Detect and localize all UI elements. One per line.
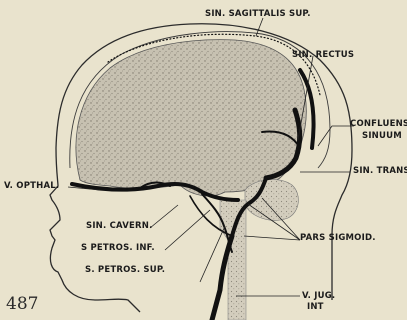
label-sin-cavern: SIN. CAVERN. <box>86 221 153 231</box>
label-v-jug: V. JUG. <box>302 291 335 301</box>
label-s-petros-sup: S. PETROS. SUP. <box>85 265 165 275</box>
page-number: 487 <box>6 294 38 314</box>
label-confluens: CONFLUENS <box>350 119 407 129</box>
label-sinuum: SINUUM <box>362 131 402 141</box>
label-pars-sigmoid: PARS SIGMOID. <box>300 233 376 243</box>
label-sin-rectus: SIN. RECTUS <box>292 50 354 60</box>
label-s-petros-inf: S PETROS. INF. <box>81 243 155 253</box>
label-sin-trans: SIN. TRANS. <box>353 166 407 176</box>
label-v-opthal: V. OPTHAL. <box>4 181 59 191</box>
label-sin-sagittalis-sup: SIN. SAGITTALIS SUP. <box>205 9 311 19</box>
label-int: INT <box>307 302 324 312</box>
brain-hemisphere <box>76 40 306 196</box>
